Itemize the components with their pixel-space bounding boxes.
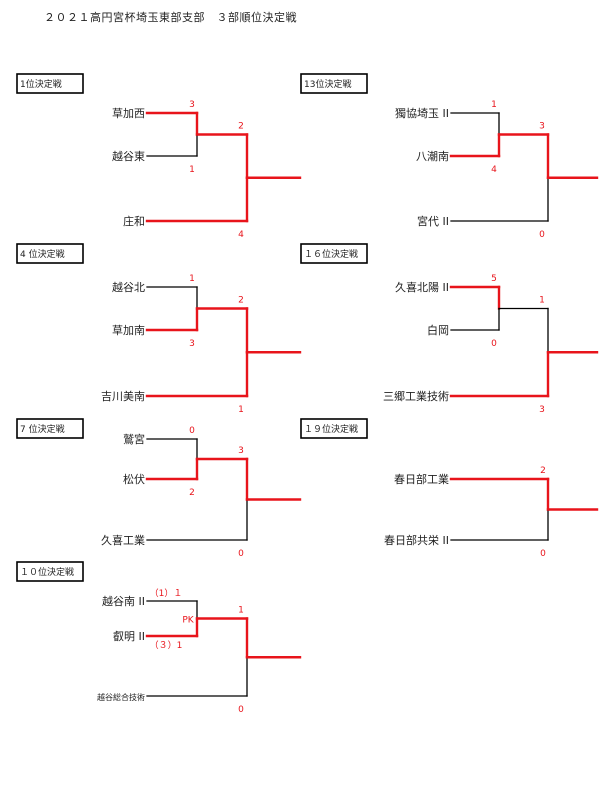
team-name: 草加西	[112, 107, 145, 120]
score-label: 0	[539, 230, 545, 240]
bracket-title: １０位決定戦	[20, 566, 74, 578]
score-label: 2	[238, 296, 244, 306]
bracket-title-box	[300, 418, 368, 439]
team-name: 獨協埼玉 II	[395, 106, 449, 120]
score-label: 1	[189, 165, 195, 175]
team-name: 越谷東	[112, 149, 145, 163]
bracket-title: １９位決定戦	[304, 423, 358, 435]
bracket-title: 1位決定戦	[20, 78, 62, 90]
score-label: 3	[189, 100, 195, 110]
score-label: 3	[189, 339, 195, 349]
score-label: 2	[189, 488, 195, 498]
score-label: 1	[238, 606, 244, 616]
team-name: 春日部共栄 II	[384, 533, 449, 547]
team-name: 越谷総合技術	[97, 692, 145, 702]
team-name: 久喜工業	[101, 534, 145, 547]
score-label: 5	[491, 274, 497, 284]
team-name: 越谷南 II	[102, 594, 145, 608]
team-name: 草加南	[112, 324, 145, 337]
bracket-title: 7 位決定戦	[20, 423, 65, 435]
score-label: 0	[491, 339, 497, 349]
team-name: 庄和	[123, 214, 145, 228]
team-name: 鷲宮	[123, 432, 145, 446]
team-name: 三郷工業技術	[383, 389, 449, 403]
team-name: 松伏	[123, 472, 145, 486]
bracket-title-box	[300, 243, 368, 264]
score-label: 2	[540, 466, 546, 476]
bracket-title-box	[16, 73, 84, 94]
score-label: 3	[539, 122, 545, 132]
score-label: 4	[491, 165, 497, 175]
score-label: 2	[238, 122, 244, 132]
bracket-title-box	[16, 243, 84, 264]
score-label: 0	[189, 426, 195, 436]
team-name: 吉川美南	[101, 390, 145, 403]
team-name: 久喜北陽 II	[395, 281, 449, 294]
score-label: 0	[540, 549, 546, 559]
bracket-title-box	[16, 418, 84, 439]
score-label: （３）1	[150, 640, 183, 651]
score-label: 1	[238, 405, 244, 415]
bracket-title: １６位決定戦	[304, 248, 358, 260]
team-name: 宮代 II	[417, 214, 449, 228]
team-name: 越谷北	[112, 280, 145, 294]
score-label: 0	[238, 705, 244, 715]
bracket-title-box	[300, 73, 368, 94]
bracket-title-box	[16, 561, 84, 582]
team-name: 白岡	[427, 323, 449, 337]
bracket-title: 4 位決定戦	[20, 248, 65, 260]
score-label: 1	[539, 296, 545, 306]
score-label: 4	[238, 230, 244, 240]
team-name: 八潮南	[416, 149, 449, 163]
pk-note: PK	[182, 616, 194, 626]
score-label: （1）１	[150, 588, 183, 599]
score-label: 0	[238, 549, 244, 559]
score-label: 1	[189, 274, 195, 284]
score-label: 1	[491, 100, 497, 110]
bracket-title: 13位決定戦	[304, 78, 351, 90]
score-label: 3	[539, 405, 545, 415]
team-name: 春日部工業	[394, 472, 449, 486]
team-name: 叡明 II	[113, 629, 145, 643]
score-label: 3	[238, 446, 244, 456]
page-title: ２０２１高円宮杯埼玉東部支部 ３部順位決定戦	[44, 11, 297, 24]
